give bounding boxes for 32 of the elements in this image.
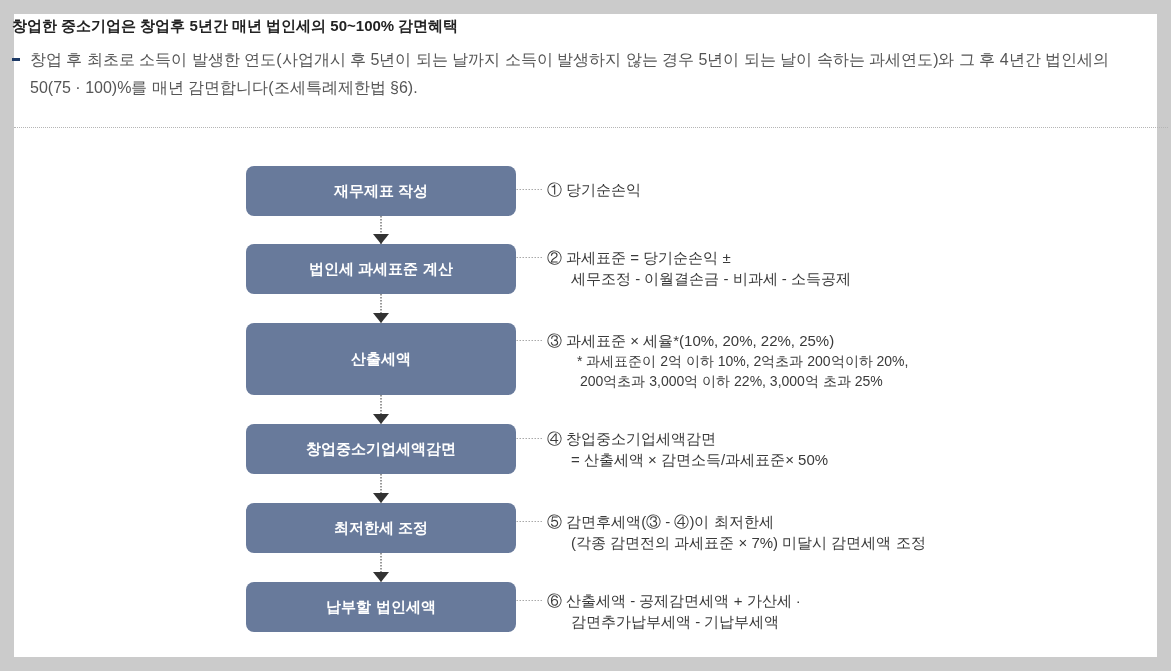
step-title: 법인세 과세표준 계산 (309, 259, 453, 279)
leader-line (515, 600, 543, 601)
annotation-text: ② 과세표준 = 당기순손익 ± 세무조정 - 이월결손금 - 비과세 - 소득공제 (547, 248, 851, 289)
leader-line (515, 189, 543, 190)
process-box (246, 166, 516, 216)
process-box (246, 503, 516, 553)
step-title: 최저한세 조정 (333, 518, 429, 538)
leader-line (515, 257, 543, 258)
flow-arrow (373, 293, 389, 324)
footnote-text: * 과세표준이 2억 이하 10%, 2억초과 200억이하 20%, 200억초과 3,000억 이하 22%, 3,000억 초과 25% (577, 352, 909, 391)
process-box (246, 323, 516, 395)
step-title: 재무제표 작성 (333, 181, 429, 201)
annotation-text: ④ 창업중소기업세액감면 = 산출세액 × 감면소득/과세표준× 50% (547, 429, 829, 470)
page-title: 창업한 중소기업은 창업후 5년간 매년 법인세의 50~100% 감면혜택 (12, 16, 459, 36)
annotation-text: ⑤ 감면후세액(③ - ④)이 최저한세 (각종 감면전의 과세표준 × 7%) 미달시 감면세액 조정 (547, 512, 926, 553)
step-title: 창업중소기업세액감면 (306, 439, 456, 459)
annotation-text: ① 당기순손익 (547, 180, 642, 200)
flow-arrow (373, 473, 389, 504)
flow-arrow (373, 215, 389, 245)
description-text: 창업 후 최초로 소득이 발생한 연도(사업개시 후 5년이 되는 날까지 소득이 발생하지 않는 경우 5년이 되는 날이 속하는 과세연도)와 그 후 4년간 법인세의 50(75 · 100)%를 매년 감면합니다(조세특례제한법 §6). (30, 50, 1110, 98)
process-box (246, 424, 516, 474)
step-title: 납부할 법인세액 (326, 597, 436, 617)
process-box (246, 582, 516, 632)
leader-line (515, 521, 543, 522)
leader-line (515, 340, 543, 341)
step-title: 산출세액 (351, 349, 411, 369)
leader-line (515, 438, 543, 439)
process-box (246, 244, 516, 294)
annotation-text: ③ 과세표준 × 세율*(10%, 20%, 22%, 25%) (547, 331, 836, 351)
flow-arrow (373, 394, 389, 425)
flow-arrow (373, 552, 389, 583)
annotation-text: ⑥ 산출세액 - 공제감면세액 + 가산세 · 감면추가납부세액 - 기납부세액 (547, 591, 801, 632)
